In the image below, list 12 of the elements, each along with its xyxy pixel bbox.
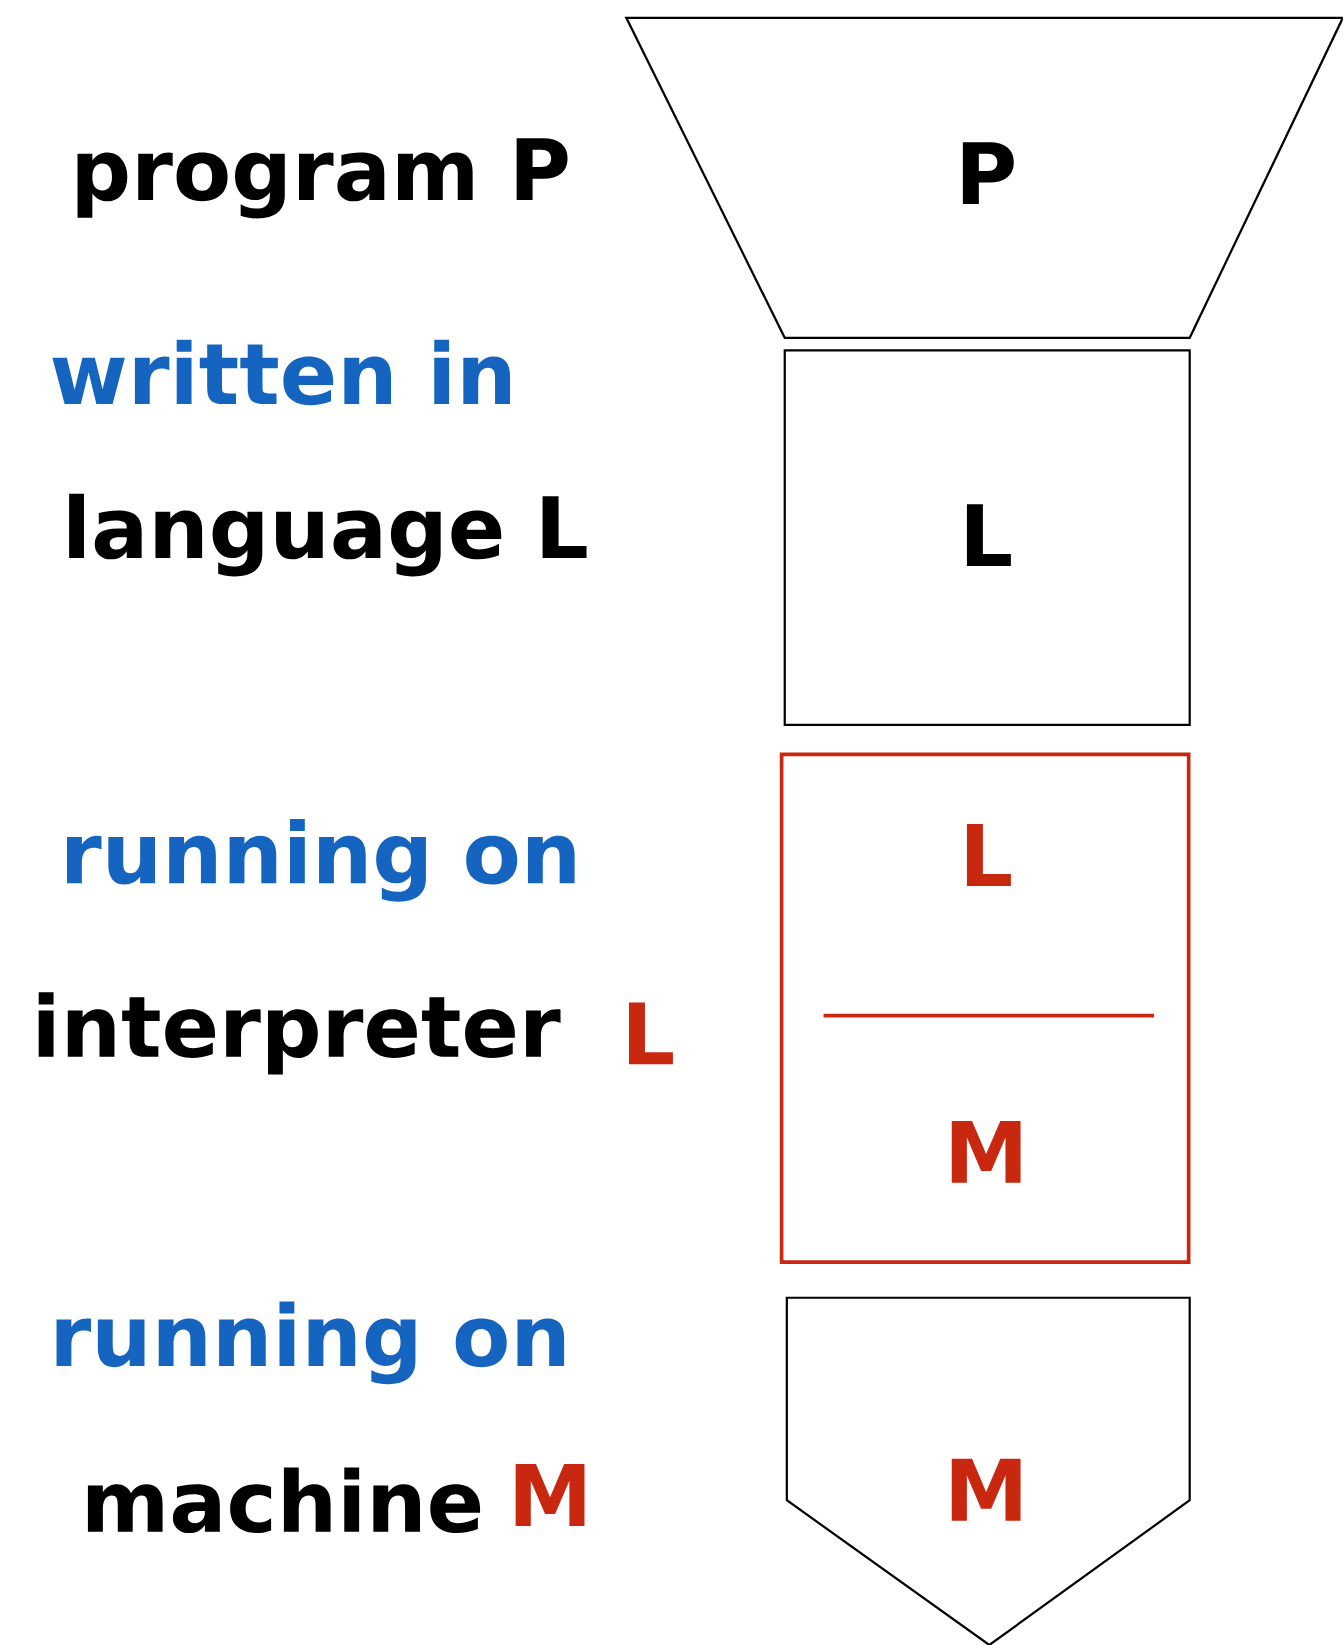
side-label: L <box>629 1002 673 1065</box>
language-box: L <box>783 349 1191 727</box>
side-label: written in <box>52 339 511 406</box>
side-label: program P <box>77 138 568 219</box>
side-label: interpreter <box>38 992 561 1075</box>
side-label: machine <box>88 1467 481 1534</box>
side-label: language L <box>69 493 587 577</box>
side-label: running on <box>56 1301 565 1385</box>
side-label: running on <box>67 818 575 902</box>
machine-pentagon: M <box>785 1296 1191 1645</box>
side-label: M <box>515 1464 585 1526</box>
interpreter-box: L M <box>779 752 1191 1264</box>
